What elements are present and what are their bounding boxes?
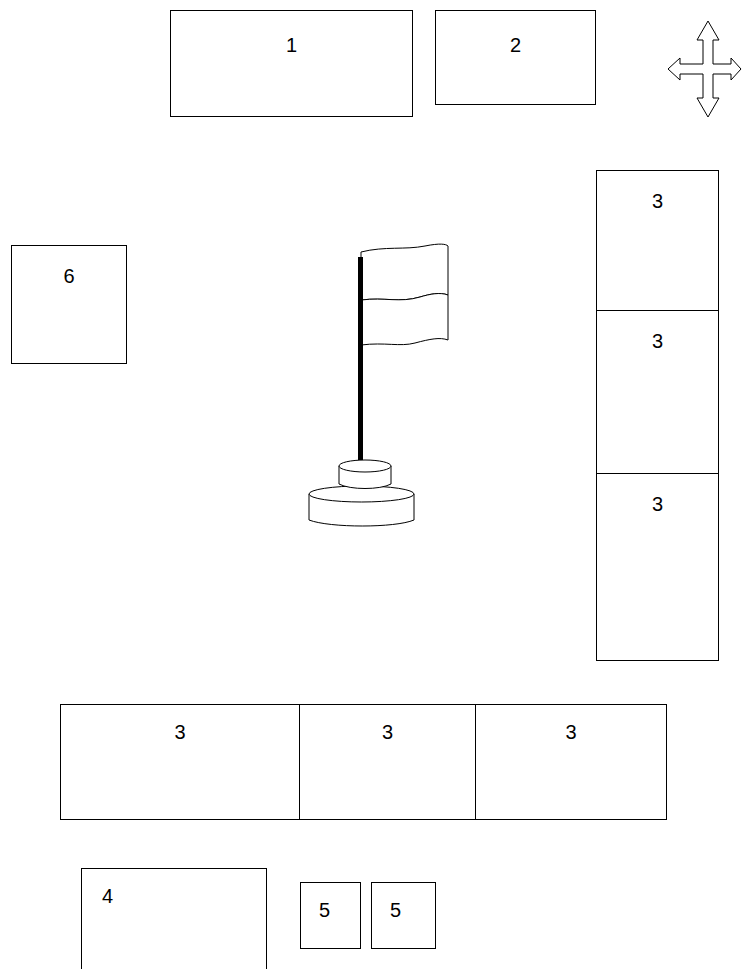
- site-area-box: 3: [596, 310, 719, 474]
- site-area-box: 3: [299, 704, 476, 820]
- site-area-box: 3: [475, 704, 667, 820]
- area-number: 6: [63, 264, 74, 288]
- area-number: 3: [652, 329, 663, 353]
- area-number: 1: [286, 33, 297, 57]
- site-area-box: 3: [596, 170, 719, 311]
- site-area-box: 3: [596, 473, 719, 661]
- area-number: 5: [319, 898, 330, 922]
- compass-symbol: [668, 21, 741, 117]
- area-number: 5: [390, 898, 401, 922]
- site-area-box: 2: [435, 10, 596, 105]
- area-number: 4: [102, 884, 113, 908]
- site-area-box: 5: [371, 882, 436, 949]
- flag-illustration: [309, 244, 448, 526]
- site-area-box: 5: [300, 882, 361, 949]
- area-number: 3: [174, 720, 185, 744]
- site-area-box: 3: [60, 704, 300, 820]
- site-area-box: 6: [11, 245, 127, 364]
- site-area-box: 1: [170, 10, 413, 117]
- area-number: 3: [652, 492, 663, 516]
- site-area-box: 4: [81, 868, 267, 969]
- area-number: 3: [382, 720, 393, 744]
- area-number: 3: [565, 720, 576, 744]
- area-number: 2: [510, 33, 521, 57]
- area-number: 3: [652, 189, 663, 213]
